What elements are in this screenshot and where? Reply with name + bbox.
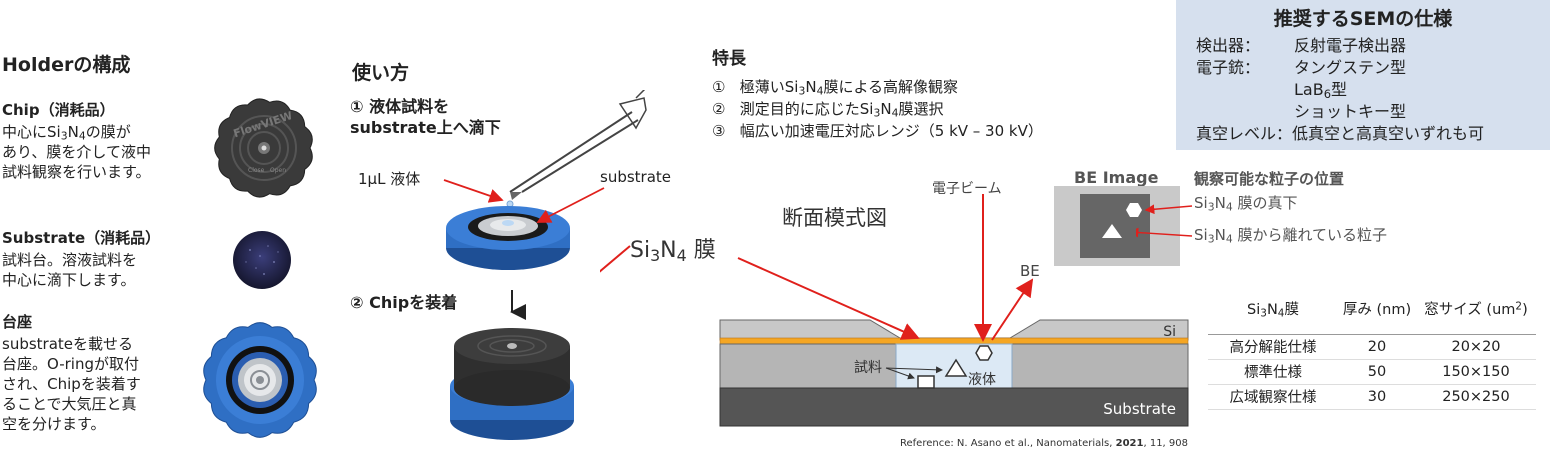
be-label: BE: [1020, 262, 1040, 280]
square-particle-icon: [917, 375, 935, 389]
film-spec-table: Si3N4膜 厚み (nm) 窓サイズ (um2) 高分解能仕様 20 20×2…: [1208, 284, 1536, 410]
substrate-title: Substrate（消耗品）: [2, 229, 161, 247]
detector-value: 反射電子検出器: [1294, 36, 1407, 55]
feature-item: ② 測定目的に応じたSi3N4膜選択: [712, 100, 944, 120]
triangle-particle-icon: [1102, 224, 1122, 238]
table-header-window: 窓サイズ (um2): [1416, 284, 1536, 335]
table-row: 広域観察仕様 30 250×250: [1208, 384, 1536, 410]
cross-section-title: 断面模式図: [782, 206, 887, 230]
svg-text:Substrate: Substrate: [1103, 400, 1176, 418]
substrate-pointer-label: substrate: [600, 168, 672, 186]
reference-citation: Reference: N. Asano et al., Nanomaterial…: [900, 438, 1188, 449]
hexagon-particle-icon: [975, 345, 993, 361]
be-image-frame: [1054, 186, 1180, 266]
detector-key: 検出器：: [1196, 36, 1261, 55]
substrate-photo: [233, 231, 291, 289]
usage-step1: ① 液体試料を substrate上へ滴下: [350, 97, 501, 137]
usage-step2: ② Chipを装着: [350, 293, 458, 312]
liquid-volume-label: 1μL 液体: [358, 170, 421, 188]
vacuum-level: 真空レベル：低真空と高真空いずれも可: [1196, 124, 1485, 143]
table-row: 高分解能仕様 20 20×20: [1208, 334, 1536, 360]
sem-spec-title: 推奨するSEMの仕様: [1273, 8, 1453, 30]
gun-value-3: ショットキー型: [1294, 102, 1407, 121]
feature-item: ① 極薄いSi3N4膜による高解像観察: [712, 78, 959, 98]
base-photo: [203, 322, 317, 438]
electron-beam-label: 電子ビーム: [932, 181, 1002, 197]
be-legend-arrows: [1136, 204, 1193, 238]
svg-text:Close: Close: [248, 167, 265, 174]
gun-value-1: タングステン型: [1294, 58, 1407, 77]
film-spec-table-wrap: Si3N4膜 厚み (nm) 窓サイズ (um2) 高分解能仕様 20 20×2…: [1208, 284, 1536, 410]
usage-title: 使い方: [352, 62, 410, 84]
gun-value-2: LaB6型: [1294, 80, 1348, 101]
usage-illustration: [443, 90, 647, 440]
svg-text:Open: Open: [270, 167, 286, 174]
chip-photo: FlowVIEW Close Open: [214, 98, 313, 198]
table-header-film: Si3N4膜: [1208, 284, 1338, 335]
film-callout-label: Si3N4 膜: [630, 238, 716, 265]
svg-text:試料: 試料: [854, 360, 882, 376]
gun-key: 電子銃：: [1196, 58, 1261, 77]
substrate-description: 試料台。溶液試料を 中心に滴下します。: [2, 251, 138, 289]
chip-description: 中心にSi3N4の膜が あり、膜を介して液中 試料観察を行います。: [2, 123, 151, 181]
base-title: 台座: [2, 313, 33, 331]
pipette-icon: [509, 90, 647, 200]
svg-text:Si: Si: [1163, 324, 1176, 340]
hexagon-particle-icon: [1126, 203, 1142, 217]
table-header-row: Si3N4膜 厚み (nm) 窓サイズ (um2): [1208, 284, 1536, 335]
sem-spec-box: 推奨するSEMの仕様 検出器： 反射電子検出器 電子銃： タングステン型 LaB…: [1176, 0, 1550, 150]
feature-item: ③ 幅広い加速電圧対応レンジ（5 kV – 30 kV）: [712, 122, 1043, 140]
triangle-particle-icon: [944, 358, 968, 377]
features-list: ① 極薄いSi3N4膜による高解像観察 ② 測定目的に応じたSi3N4膜選択 ③…: [712, 76, 1043, 142]
svg-text:液体: 液体: [968, 372, 996, 388]
be-image-title: BE Image: [1074, 168, 1159, 187]
chip-title: Chip（消耗品）: [2, 101, 115, 119]
observable-item-1: Si3N4 膜の真下: [1194, 194, 1298, 214]
observable-item-2: Si3N4 膜から離れている粒子: [1194, 226, 1388, 246]
base-description: substrateを載せる 台座。O-ringが取付 され、Chipを装着す る…: [2, 335, 141, 433]
table-header-thickness: 厚み (nm): [1338, 284, 1416, 335]
holder-title: Holderの構成: [2, 54, 131, 76]
table-row: 標準仕様 50 150×150: [1208, 359, 1536, 385]
features-title: 特長: [712, 49, 746, 69]
observable-positions-title: 観察可能な粒子の位置: [1194, 170, 1345, 188]
cross-section-diagram: Si Substrate 試料 液体: [600, 194, 1189, 427]
